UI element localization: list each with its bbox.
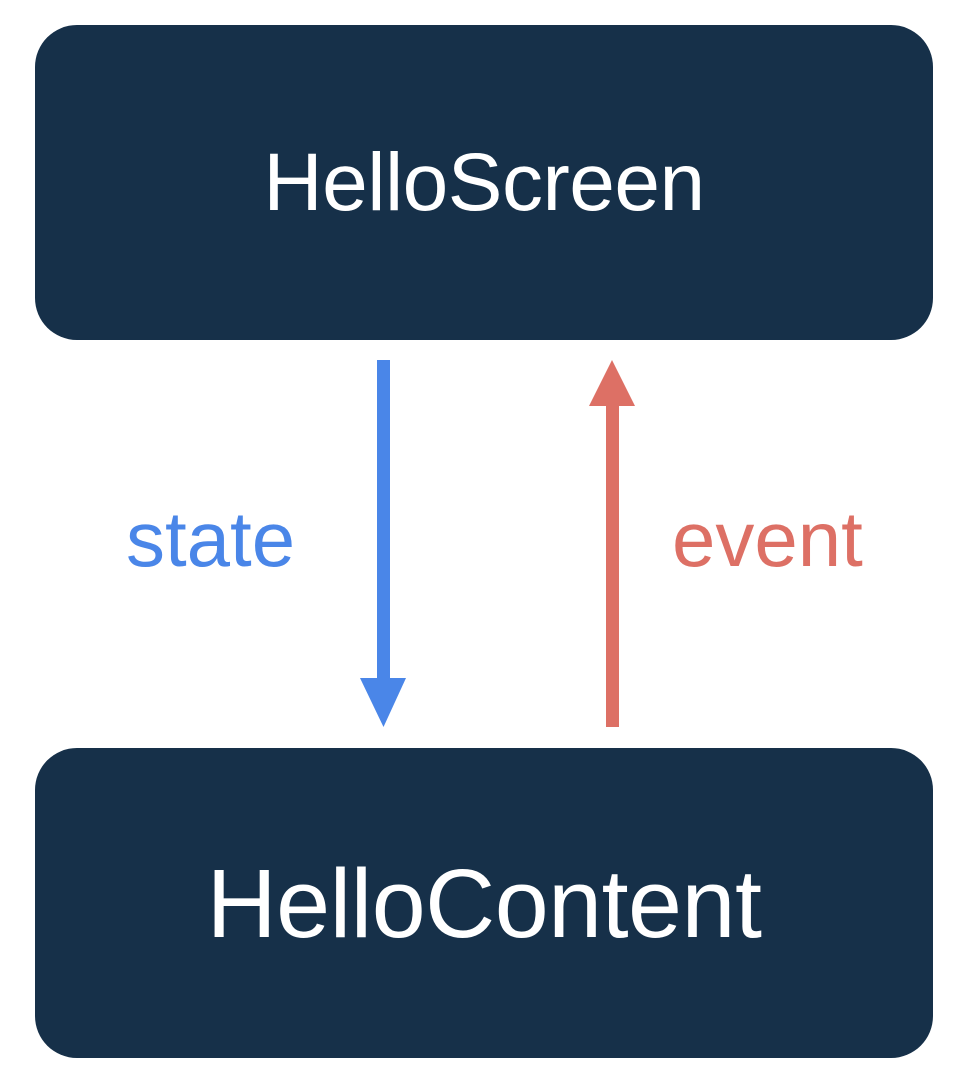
edge-label-state: state bbox=[126, 495, 296, 583]
event-arrow-shaft bbox=[606, 404, 619, 727]
edge-label-event: event bbox=[672, 495, 863, 583]
event-arrow bbox=[589, 360, 635, 727]
node-hello-screen[interactable]: HelloScreen bbox=[35, 25, 933, 340]
state-arrow-head-icon bbox=[360, 678, 406, 727]
node-hello-content[interactable]: HelloContent bbox=[35, 748, 933, 1058]
node-hello-screen-label: HelloScreen bbox=[263, 136, 705, 228]
state-arrow-shaft bbox=[377, 360, 390, 680]
event-arrow-head-icon bbox=[589, 360, 635, 406]
node-hello-content-label: HelloContent bbox=[206, 848, 762, 958]
state-arrow bbox=[360, 360, 406, 727]
